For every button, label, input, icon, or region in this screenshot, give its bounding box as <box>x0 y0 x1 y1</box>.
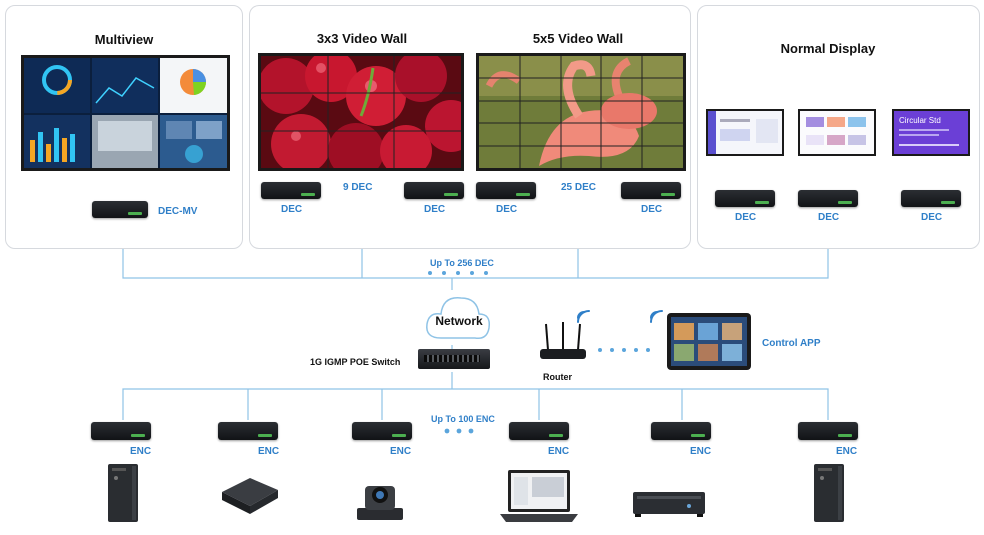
poe-switch <box>418 349 490 369</box>
wall5-count-label: 25 DEC <box>561 182 597 193</box>
wall3-dec-left-label: DEC <box>281 204 303 215</box>
encoder-3 <box>352 422 412 440</box>
enc-label-6: ENC <box>836 446 858 457</box>
normal-display-title: Normal Display <box>780 41 876 56</box>
dec-mv-label: DEC-MV <box>158 206 198 217</box>
encoder-4 <box>509 422 569 440</box>
switch-label: 1G IGMP POE Switch <box>310 357 401 367</box>
encoder-2 <box>218 422 278 440</box>
media-box-icon <box>222 478 278 514</box>
enc-label-1: ENC <box>130 446 152 457</box>
wall3-count-label: 9 DEC <box>343 182 373 193</box>
pc-tower-icon <box>108 464 138 522</box>
network-cloud-label: Network <box>435 314 483 328</box>
wall5-title: 5x5 Video Wall <box>532 31 624 46</box>
wall5-decoder-right <box>621 182 681 199</box>
laptop-icon <box>500 470 578 522</box>
wall5-dec-right-label: DEC <box>641 204 663 215</box>
up-to-dec-label: Up To 256 DEC <box>430 258 494 268</box>
pc-tower-icon-2 <box>814 464 844 522</box>
wall3-decoder-right <box>404 182 464 199</box>
control-tablet <box>667 313 751 370</box>
multiview-screen <box>21 55 230 171</box>
up-to-enc-label: Up To 100 ENC <box>431 414 495 424</box>
normal-dec3-label: DEC <box>921 212 943 223</box>
dec-mv-decoder <box>92 201 148 218</box>
enc-label-3: ENC <box>390 446 412 457</box>
normal-decoder-2 <box>798 190 858 207</box>
encoder-1 <box>91 422 151 440</box>
encoder-6 <box>798 422 858 440</box>
normal-screen-1 <box>706 109 784 156</box>
ptz-camera-icon <box>357 486 403 520</box>
wall3-dec-right-label: DEC <box>424 204 446 215</box>
normal-screen-3: Circular Std <box>892 109 970 156</box>
control-app-label: Control APP <box>762 338 821 349</box>
wall3-title: 3x3 Video Wall <box>316 31 408 46</box>
router-label: Router <box>543 372 572 382</box>
multiview-title: Multiview <box>94 32 154 47</box>
normal-screen-2 <box>798 109 876 156</box>
encoder-5 <box>651 422 711 440</box>
enc-label-5: ENC <box>690 446 712 457</box>
network-cloud-icon <box>426 297 491 340</box>
multiview-content <box>24 58 227 168</box>
cherries-image <box>261 56 461 168</box>
normal-decoder-1 <box>715 190 775 207</box>
normal-dec2-label: DEC <box>818 212 840 223</box>
normal-decoder-3 <box>901 190 961 207</box>
multiview-panel: Multiview DEC-MV <box>5 5 243 249</box>
circular-std-text: Circular Std <box>899 116 941 125</box>
wall5-decoder-left <box>476 182 536 199</box>
wall5-screen <box>476 53 686 171</box>
enc-label-4: ENC <box>548 446 570 457</box>
enc-label-2: ENC <box>258 446 280 457</box>
flamingo-image <box>479 56 683 168</box>
wall3-decoder-left <box>261 182 321 199</box>
set-top-box-icon <box>633 492 705 517</box>
normal-dec1-label: DEC <box>735 212 757 223</box>
wall5-dec-left-label: DEC <box>496 204 518 215</box>
router-icon <box>540 322 586 359</box>
wall3-screen <box>258 53 464 171</box>
